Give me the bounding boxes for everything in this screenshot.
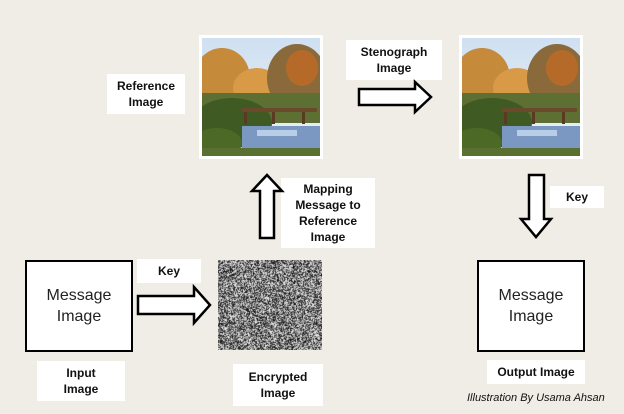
key-label-top: Key bbox=[137, 259, 201, 283]
right-arrow-icon bbox=[136, 283, 212, 327]
down-arrow-icon bbox=[518, 173, 554, 239]
reference-image-label: Reference Image bbox=[107, 74, 185, 114]
stenograph-image-label: Stenograph Image bbox=[346, 40, 442, 80]
illustration-credit: Illustration By Usama Ahsan bbox=[467, 392, 605, 404]
reference-photo bbox=[199, 35, 323, 159]
key-label-right: Key bbox=[550, 186, 604, 208]
stenograph-photo bbox=[459, 35, 583, 159]
input-message-image-box: Message Image bbox=[25, 260, 133, 352]
output-message-image-box: Message Image bbox=[477, 260, 585, 352]
encrypted-noise-image bbox=[218, 260, 322, 350]
input-image-label: Input Image bbox=[37, 361, 125, 401]
output-image-label: Output Image bbox=[487, 360, 585, 384]
right-arrow-icon bbox=[357, 79, 433, 115]
up-arrow-icon bbox=[249, 173, 285, 240]
encrypted-image-label: Encrypted Image bbox=[233, 364, 323, 406]
mapping-label: Mapping Message to Reference Image bbox=[281, 178, 375, 248]
